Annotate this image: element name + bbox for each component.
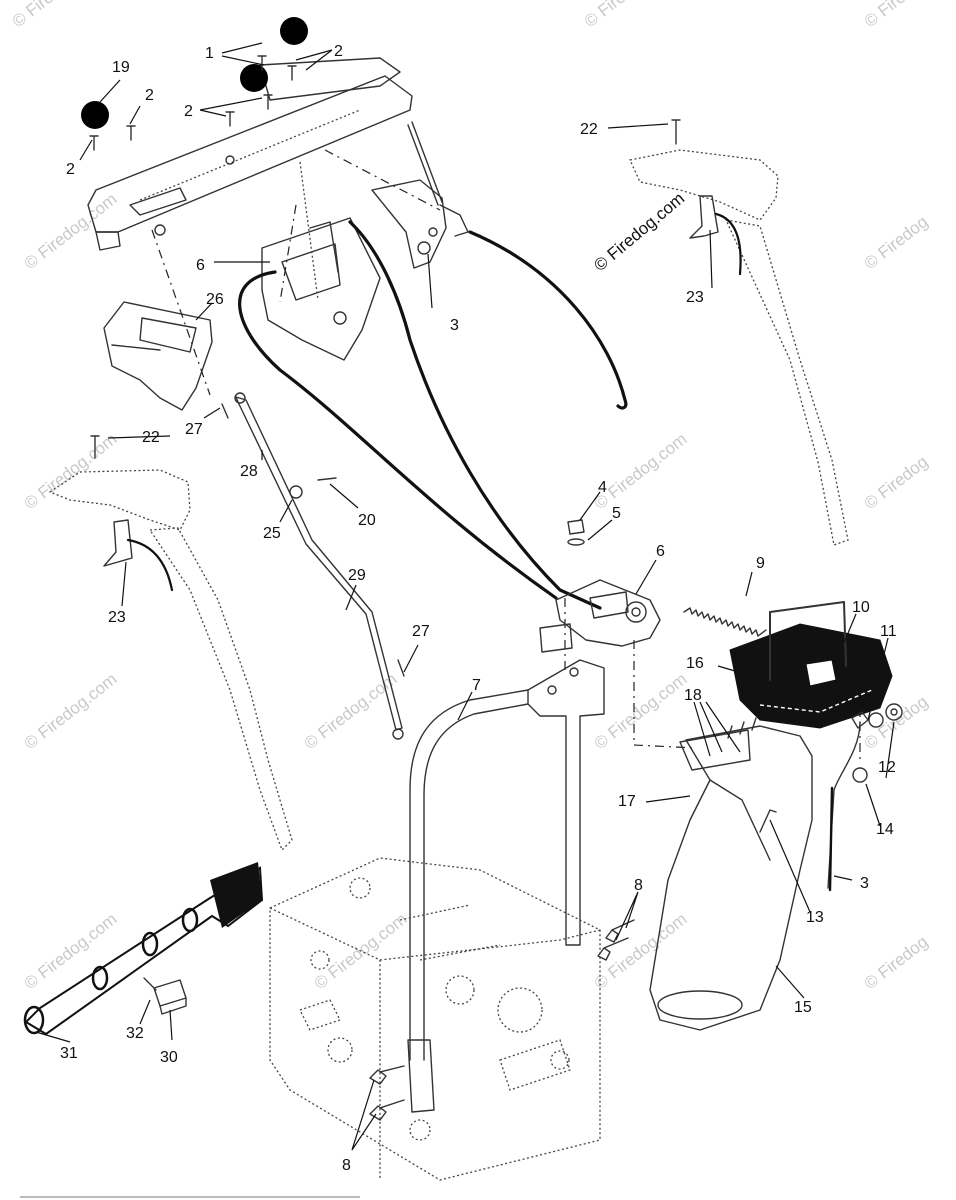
part-label-23: 23 (686, 289, 704, 306)
part-label-19: 19 (112, 59, 130, 76)
watermark: © Firedog (581, 0, 652, 31)
part-label-2: 2 (334, 43, 343, 60)
engine-frame (269, 857, 601, 1181)
part-label-10: 10 (852, 599, 870, 616)
watermark: © Firedog (861, 932, 932, 993)
rear-cable (828, 786, 834, 892)
screws (89, 55, 297, 151)
part-labels: 1 2 2 2 2 19 6 3 22 23 26 22 27 28 25 20… (60, 43, 897, 1174)
watermark: © Firedog.com (591, 669, 691, 753)
chute-cable-upper (348, 220, 602, 610)
mount-clip (143, 977, 187, 1015)
watermark: © Firedog.com (301, 669, 401, 753)
part-label-12: 12 (878, 759, 896, 776)
chute-control-bracket (261, 217, 381, 361)
part-label-3: 3 (860, 875, 869, 892)
drive-control-rod (221, 392, 405, 740)
part-label-29: 29 (348, 567, 366, 584)
watermark-prominent: © Firedog.com (590, 189, 688, 275)
part-label-14: 14 (876, 821, 894, 838)
knob-icon (81, 101, 109, 129)
dash-panel (87, 57, 413, 251)
watermark: © Firedog (861, 212, 932, 273)
shift-rod (407, 124, 439, 206)
spring (683, 607, 767, 637)
part-label-13: 13 (806, 909, 824, 926)
part-label-27: 27 (412, 623, 430, 640)
part-label-16: 16 (686, 655, 704, 672)
part-label-32: 32 (126, 1025, 144, 1042)
part-label-31: 31 (60, 1045, 78, 1062)
watermark: © Firedog.com (21, 669, 121, 753)
watermark: © Firedog.com (591, 909, 691, 993)
part-label-18: 18 (684, 687, 702, 704)
part-label-1: 1 (205, 45, 214, 62)
chute-pivot-bracket (539, 519, 661, 653)
part-label-3: 3 (450, 317, 459, 334)
left-handle (48, 435, 293, 852)
part-label-2: 2 (184, 103, 193, 120)
part-label-2: 2 (145, 87, 154, 104)
part-label-26: 26 (206, 291, 224, 308)
watermark: © Firedog (861, 452, 932, 513)
part-label-25: 25 (263, 525, 281, 542)
watermark: © Firedog.com (21, 189, 121, 273)
part-label-8: 8 (634, 877, 643, 894)
part-label-11: 11 (880, 623, 897, 640)
part-label-22: 22 (142, 429, 160, 446)
chute-crank-shaft (23, 862, 264, 1036)
part-label-23: 23 (108, 609, 126, 626)
part-label-9: 9 (756, 555, 765, 572)
part-label-17: 17 (618, 793, 636, 810)
support-plate (407, 1039, 435, 1113)
watermark: © Firedog.com (591, 429, 691, 513)
part-label-20: 20 (358, 512, 376, 529)
watermark: © Firedog.com (21, 909, 121, 993)
part-label-15: 15 (794, 999, 812, 1016)
leader-lines (35, 42, 895, 1151)
part-label-28: 28 (240, 463, 258, 480)
bolts (369, 919, 635, 1121)
part-label-5: 5 (612, 505, 621, 522)
watermark: © Firedog (9, 0, 80, 31)
chute-cable-lower (238, 270, 558, 600)
part-label-22: 22 (580, 121, 598, 138)
part-label-8: 8 (342, 1157, 351, 1174)
part-label-6: 6 (656, 543, 665, 560)
chute-support-tube (409, 659, 605, 1061)
part-label-2: 2 (66, 161, 75, 178)
right-handle (629, 119, 849, 546)
part-label-6: 6 (196, 257, 205, 274)
watermarks: © Firedog © Firedog © Firedog © Firedog.… (9, 0, 932, 993)
part-label-30: 30 (160, 1049, 178, 1066)
shift-lever (371, 179, 469, 269)
knob-icon (280, 17, 308, 45)
part-label-4: 4 (598, 479, 607, 496)
part-label-27: 27 (185, 421, 203, 438)
shift-cable (468, 230, 628, 410)
chute-deflector (729, 601, 893, 729)
part-label-7: 7 (472, 677, 481, 694)
discharge-chute (649, 717, 813, 1031)
drive-lever-bracket (103, 301, 213, 411)
watermark: © Firedog (861, 0, 932, 31)
assembly-guide-lines (151, 149, 861, 760)
knob-icon (240, 64, 268, 92)
